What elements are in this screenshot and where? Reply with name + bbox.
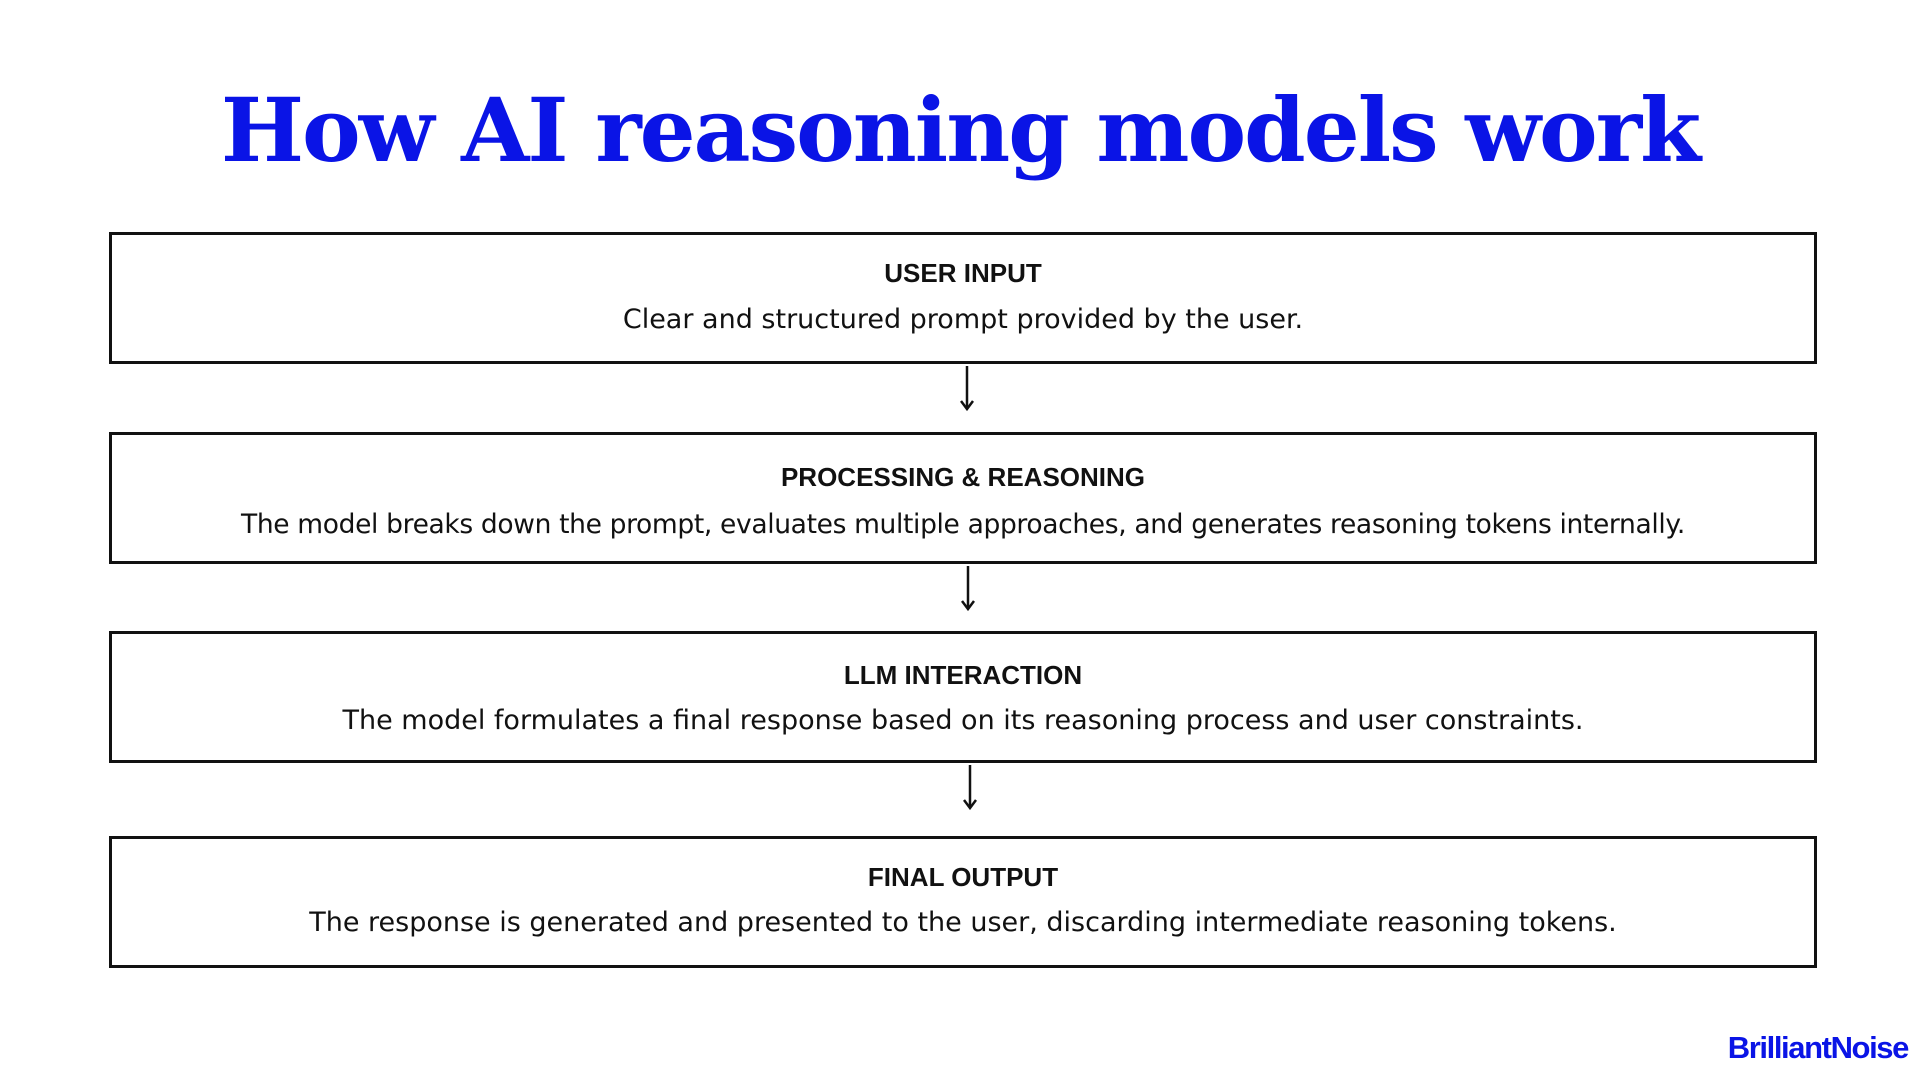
step-heading: LLM INTERACTION	[843, 660, 1083, 690]
down-arrow-icon	[963, 765, 977, 811]
step-box-user-input: USER INPUT Clear and structured prompt p…	[109, 232, 1817, 364]
page-title: How AI reasoning models work	[220, 78, 1701, 182]
step-box-final-output: FINAL OUTPUT The response is generated a…	[109, 836, 1817, 968]
step-heading: USER INPUT	[884, 258, 1042, 288]
step-description: Clear and structured prompt provided by …	[622, 304, 1304, 335]
step-heading: PROCESSING & REASONING	[780, 462, 1146, 492]
down-arrow-icon	[961, 566, 975, 612]
step-description: The model formulates a final response ba…	[342, 705, 1584, 736]
down-arrow-icon	[960, 366, 974, 412]
brand-logo: BrilliantNoise	[1727, 1030, 1910, 1065]
step-heading: FINAL OUTPUT	[867, 862, 1059, 892]
step-box-processing-reasoning: PROCESSING & REASONING The model breaks …	[109, 432, 1817, 564]
step-box-llm-interaction: LLM INTERACTION The model formulates a f…	[109, 631, 1817, 763]
step-description: The model breaks down the prompt, evalua…	[240, 509, 1685, 540]
step-description: The response is generated and presented …	[309, 907, 1617, 938]
